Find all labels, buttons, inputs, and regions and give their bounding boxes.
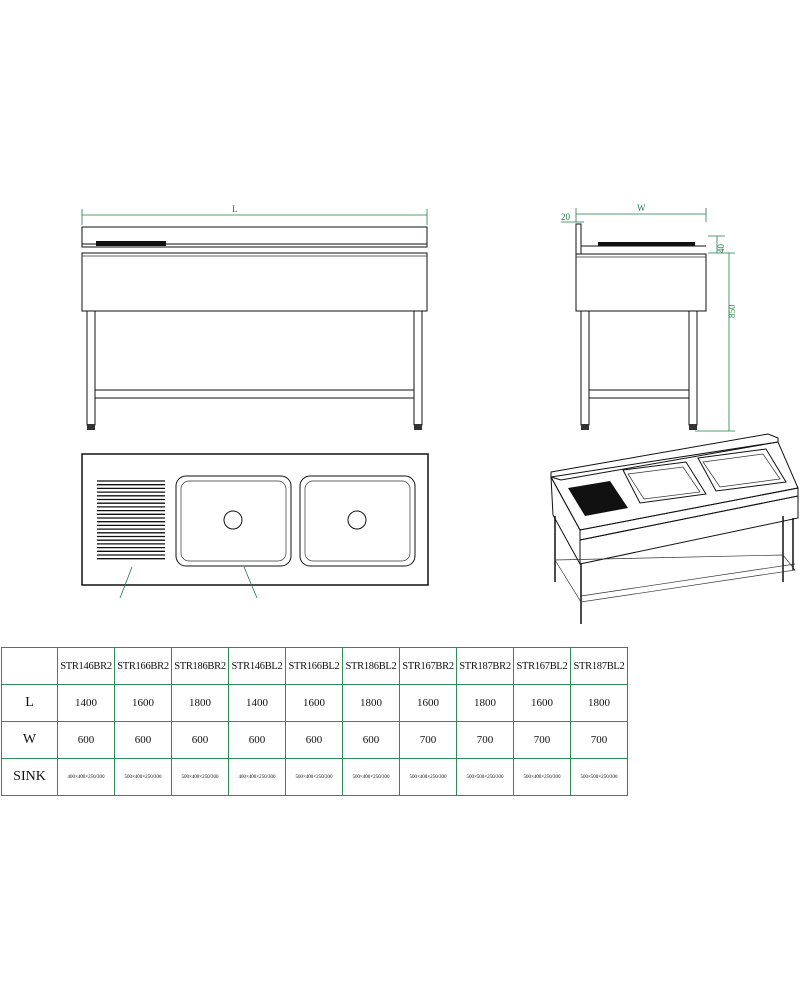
length-cell: 1600 [399,684,457,722]
length-cell: 1800 [171,684,229,722]
length-cell: 1400 [228,684,286,722]
model-cell: STR166BR2 [114,647,172,685]
plan-outline [81,453,429,586]
model-cell: STR186BL2 [342,647,400,685]
sink-bowl-1 [175,475,292,567]
length-cell: 1800 [456,684,514,722]
width-cell: 700 [399,721,457,759]
row-label-width: W [1,721,58,759]
sink-size-cell: 500×400×250/300 [342,758,400,796]
sink-size-cell: 500×400×250/300 [513,758,571,796]
model-cell: STR166BL2 [285,647,343,685]
drainboard-grooves [97,480,165,560]
length-cell: 1600 [114,684,172,722]
front-apron [81,252,428,312]
sink-size-cell: 500×400×250/300 [399,758,457,796]
model-cell: STR146BL2 [228,647,286,685]
isometric-view [550,433,799,624]
drain-hole-2 [347,510,367,530]
length-cell: 1800 [342,684,400,722]
width-cell: 600 [114,721,172,759]
iso-sink-2 [697,448,787,492]
length-dimension-label: L [232,204,238,214]
sink-bowl-2 [299,475,416,567]
sink-size-cell: 500×500×250/300 [456,758,514,796]
side-leg-left [580,310,590,426]
iso-drainboard [568,481,628,516]
length-cell: 1400 [57,684,115,722]
sink-size-cell: 400×400×250/300 [57,758,115,796]
side-view: W 20 40 850 [561,203,737,432]
model-cell: STR186BR2 [171,647,229,685]
foot-left [87,424,95,430]
model-cell: STR167BL2 [513,647,571,685]
sink-size-cell: 500×500×250/300 [570,758,628,796]
sink-size-cell: 500×400×250/300 [285,758,343,796]
width-cell: 700 [456,721,514,759]
iso-sink-1 [622,461,707,504]
length-cell: 1600 [285,684,343,722]
width-cell: 600 [57,721,115,759]
model-cell: STR167BR2 [399,647,457,685]
width-cell: 600 [228,721,286,759]
drain-hole-1 [223,510,243,530]
model-cell: STR146BR2 [57,647,115,685]
sink-size-cell: 500×400×250/300 [114,758,172,796]
sink-size-cell: 400×400×250/300 [228,758,286,796]
splashback [575,223,582,255]
splash-dimension-label: 20 [561,212,571,222]
width-dimension-label: W [637,203,646,213]
sink-size-cell: 500×400×250/300 [171,758,229,796]
length-cell: 1600 [513,684,571,722]
width-cell: 700 [570,721,628,759]
top-thickness-label: 40 [716,244,726,254]
plan-view [81,453,429,599]
technical-drawing: L W 20 40 850 [81,203,799,624]
row-label-sink: SINK [1,758,58,796]
width-cell: 600 [342,721,400,759]
leg-right [413,310,423,426]
height-dimension-label: 850 [727,304,737,318]
width-cell: 600 [171,721,229,759]
row-label-length: L [1,684,58,722]
foot-right [414,424,422,430]
model-cell: STR187BR2 [456,647,514,685]
table-corner-cell [1,647,58,685]
length-cell: 1800 [570,684,628,722]
side-apron [575,253,707,312]
width-cell: 600 [285,721,343,759]
front-view: L [81,204,428,430]
leg-left [86,310,96,426]
side-leg-right [688,310,698,426]
width-cell: 700 [513,721,571,759]
model-cell: STR187BL2 [570,647,628,685]
worktop [81,226,428,248]
